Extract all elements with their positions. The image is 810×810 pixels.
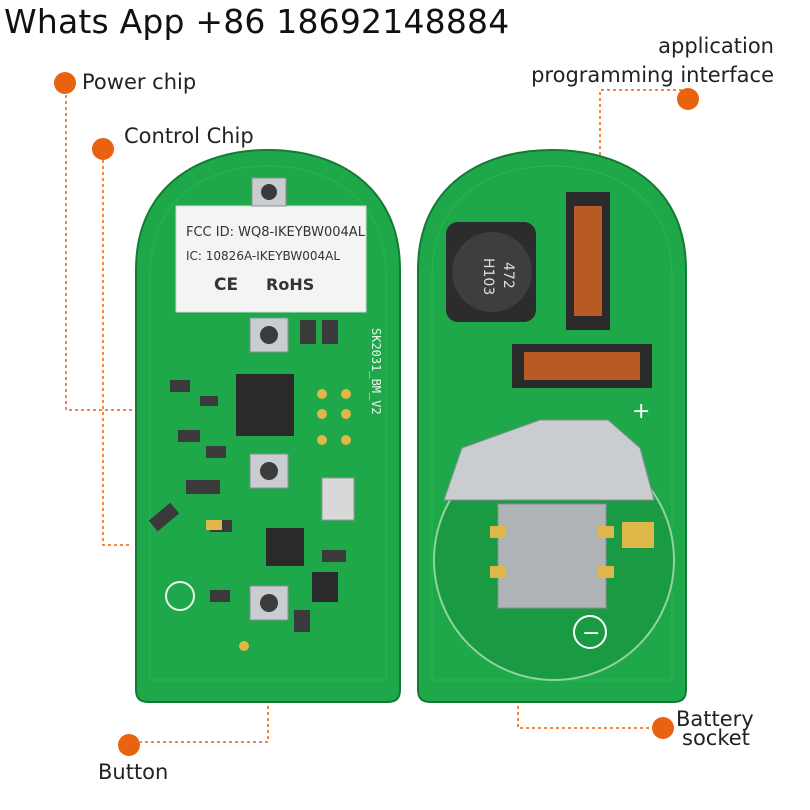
api-coil-horizontal: [512, 344, 652, 388]
api-label-line2: programming interface: [531, 63, 774, 87]
power-chip-marker: [54, 72, 76, 94]
battery-label-line1: Battery: [676, 707, 754, 731]
inductor-label-top: 472: [500, 262, 516, 289]
battery-label-line2: socket: [682, 726, 750, 750]
api-marker: [677, 88, 699, 110]
inductor-label-bottom: H103: [480, 258, 496, 295]
button-label: Button: [98, 760, 169, 784]
api-label-line1: application: [658, 34, 774, 58]
left-board: FCC ID: WQ8-IKEYBW004AL IC: 10826A-IKEYB…: [135, 148, 401, 703]
ic-text: IC: 10826A-IKEYBW004AL: [186, 249, 340, 263]
inductor: 472 H103: [446, 222, 536, 322]
fcc-id-text: FCC ID: WQ8-IKEYBW004AL: [186, 225, 366, 240]
button-middle: [249, 453, 289, 489]
ce-mark: CE: [214, 275, 238, 295]
button-upper: [249, 317, 289, 353]
control-chip: [236, 374, 294, 436]
battery-marker: [652, 717, 674, 739]
power-chip-label: Power chip: [82, 70, 197, 94]
button-bottom: [249, 585, 289, 621]
pcb-name-text: SK2031_BM_V2: [369, 328, 383, 415]
right-board: 472 H103 + −: [417, 148, 687, 703]
contact-title: Whats App +86 18692148884: [4, 2, 510, 41]
rohs-mark: RoHS: [266, 275, 314, 294]
minus-mark: −: [582, 621, 600, 646]
button-marker: [118, 734, 140, 756]
plus-mark: +: [632, 399, 650, 424]
button-top: [251, 177, 287, 207]
control-chip-label: Control Chip: [124, 124, 254, 148]
api-coil-vertical: [566, 192, 610, 330]
battery-socket: −: [433, 419, 675, 681]
power-chip: [266, 528, 304, 566]
control-chip-marker: [92, 138, 114, 160]
